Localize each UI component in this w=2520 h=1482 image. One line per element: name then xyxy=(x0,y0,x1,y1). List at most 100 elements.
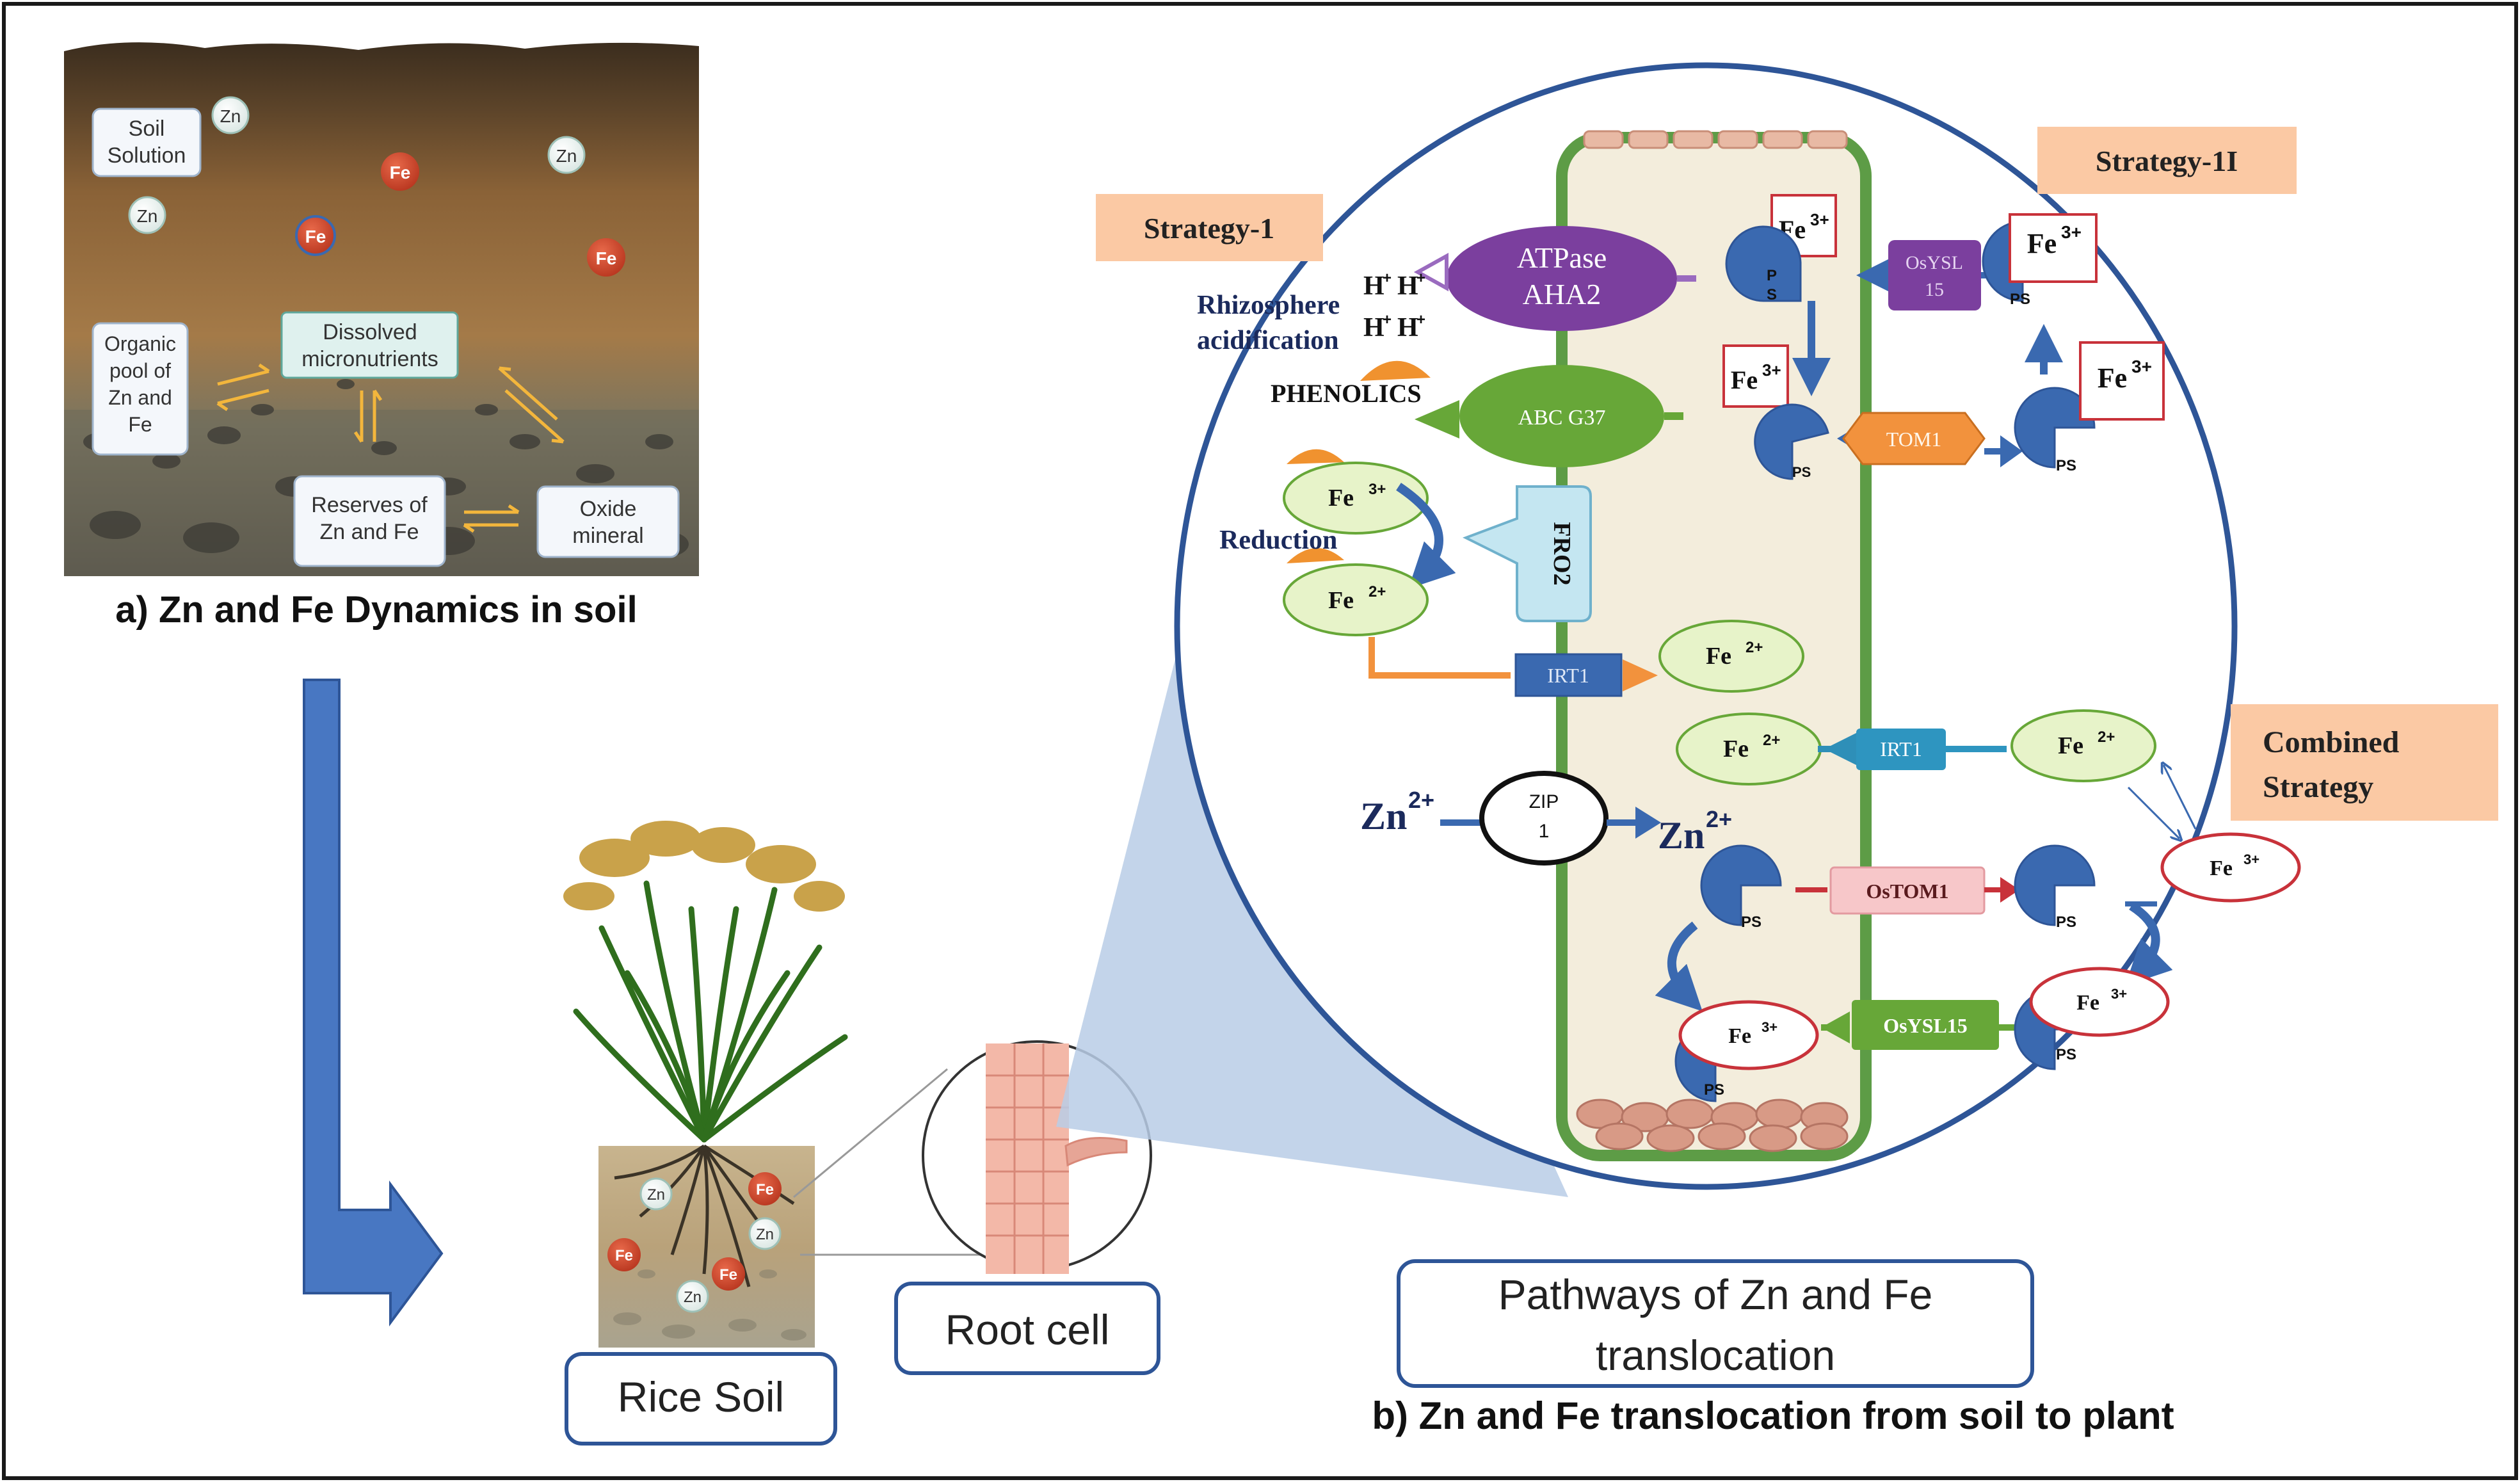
osysl15-lower xyxy=(1852,1000,1999,1050)
zn-ion-icon: Zn xyxy=(748,1217,782,1250)
svg-text:IRT1: IRT1 xyxy=(1880,737,1922,761)
svg-text:3+: 3+ xyxy=(2111,986,2127,1002)
svg-text:Fe: Fe xyxy=(2098,362,2127,394)
fro2-callout xyxy=(1463,485,1592,622)
svg-text:2+: 2+ xyxy=(2098,729,2115,746)
reserves-label-1: Reserves of xyxy=(311,493,428,517)
zn-ion-icon: Zn xyxy=(211,96,250,134)
svg-text:PS: PS xyxy=(2010,291,2030,308)
svg-text:3+: 3+ xyxy=(1368,481,1386,498)
fro2-label: FRO2 xyxy=(1548,522,1575,585)
svg-text:PS: PS xyxy=(1792,464,1811,480)
flow-arrow xyxy=(303,679,444,1327)
svg-text:OsYSL: OsYSL xyxy=(1906,252,1963,273)
fe3-oval-lower-left xyxy=(1678,1000,1819,1070)
svg-text:Fe: Fe xyxy=(719,1266,737,1284)
abcg37-label: ABC G37 xyxy=(1518,406,1606,430)
svg-text:OsYSL15: OsYSL15 xyxy=(1883,1014,1968,1037)
zn-ion-icon: Zn xyxy=(128,196,166,234)
dissolved-label-1: Dissolved xyxy=(323,320,417,344)
ps-icon xyxy=(1754,403,1829,480)
organic-pool-label-2: pool of xyxy=(109,359,171,382)
svg-text:Fe: Fe xyxy=(1723,736,1749,762)
dissolved-label-2: micronutrients xyxy=(301,347,438,371)
svg-text:Fe: Fe xyxy=(305,227,326,246)
svg-text:3+: 3+ xyxy=(2131,357,2152,376)
svg-text:Zn: Zn xyxy=(756,1226,774,1243)
svg-text:P: P xyxy=(1767,267,1777,284)
svg-text:PS: PS xyxy=(1741,914,1762,931)
atpase-ellipse xyxy=(1447,226,1677,331)
svg-text:Fe: Fe xyxy=(1328,587,1354,614)
svg-text:3+: 3+ xyxy=(1762,360,1781,380)
fe3-oval-lower-right xyxy=(2029,967,2170,1037)
svg-text:3+: 3+ xyxy=(2243,851,2259,867)
fe-ion-icon: Fe xyxy=(748,1172,782,1205)
rice-soil-box xyxy=(565,1352,837,1446)
h-plus-4: H xyxy=(1397,313,1418,342)
oxide-label-1: Oxide xyxy=(580,497,637,521)
svg-text:+: + xyxy=(1383,270,1392,287)
svg-text:2+: 2+ xyxy=(1408,787,1434,813)
svg-text:3+: 3+ xyxy=(2061,222,2082,242)
svg-text:Fe: Fe xyxy=(596,248,617,268)
svg-text:Fe: Fe xyxy=(615,1247,633,1264)
oxide-label-2: mineral xyxy=(572,524,643,548)
h-plus-1: H xyxy=(1363,271,1384,301)
fe-ion-icon: Fe xyxy=(712,1257,745,1291)
h-plus-2: H xyxy=(1397,271,1418,301)
zn-ion-icon: Zn xyxy=(676,1280,709,1313)
combined-label-1: Combined xyxy=(2263,725,2400,759)
strategy-2-box xyxy=(2037,127,2297,194)
svg-text:2+: 2+ xyxy=(1368,583,1386,600)
pathways-box xyxy=(1397,1259,2034,1388)
svg-text:PS: PS xyxy=(2056,457,2076,474)
svg-text:Zn: Zn xyxy=(556,146,577,166)
svg-text:PS: PS xyxy=(2056,914,2076,931)
svg-text:2+: 2+ xyxy=(1706,806,1732,832)
svg-text:15: 15 xyxy=(1925,279,1944,300)
fe3-box-2 xyxy=(2009,213,2098,283)
atpase-label-1: ATPase xyxy=(1517,241,1607,274)
svg-text:Fe: Fe xyxy=(2027,228,2057,259)
combined-strategy-box xyxy=(2231,704,2498,821)
strategy-1-label: Strategy-1 xyxy=(1144,212,1274,245)
svg-text:Zn: Zn xyxy=(684,1289,702,1306)
fe2-oval-4 xyxy=(2010,709,2156,782)
osysl15-upper xyxy=(1888,240,1981,310)
svg-text:S: S xyxy=(1767,286,1777,303)
panel-b-caption: b) Zn and Fe translocation from soil to … xyxy=(1372,1394,2174,1437)
strategy-2-label: Strategy-1I xyxy=(2096,145,2238,177)
svg-text:OsTOM1: OsTOM1 xyxy=(1866,880,1948,903)
svg-text:2+: 2+ xyxy=(1746,639,1763,656)
root-cell-box xyxy=(894,1282,1160,1375)
panel-a-caption: a) Zn and Fe Dynamics in soil xyxy=(115,589,637,631)
pathways-label-2: translocation xyxy=(1596,1332,1835,1379)
fe-ion-icon: Fe xyxy=(607,1238,641,1271)
svg-text:Fe: Fe xyxy=(1706,643,1731,670)
svg-text:Zn: Zn xyxy=(137,206,158,226)
svg-text:Fe: Fe xyxy=(1328,485,1354,511)
pathways-label-1: Pathways of Zn and Fe xyxy=(1498,1271,1933,1318)
svg-text:+: + xyxy=(1416,270,1425,287)
root-cell-pathway-diagram: Strategy-1 Strategy-1I Combined Strategy… xyxy=(1096,62,2498,1190)
svg-text:Fe: Fe xyxy=(390,163,411,182)
svg-text:ZIP: ZIP xyxy=(1529,791,1559,812)
svg-text:+: + xyxy=(1383,311,1392,328)
svg-text:Fe: Fe xyxy=(1728,1024,1751,1048)
svg-text:Fe: Fe xyxy=(2076,991,2099,1015)
fe-ion-icon: Fe xyxy=(587,238,625,277)
zn-right-label: Zn xyxy=(1658,814,1705,857)
ps-icon xyxy=(1700,844,1782,926)
svg-text:PS: PS xyxy=(2056,1046,2076,1063)
abcg37-ellipse xyxy=(1459,365,1664,467)
svg-text:Zn: Zn xyxy=(220,106,241,126)
tom1-hex xyxy=(1842,412,1986,465)
irt1-upper xyxy=(1514,653,1623,697)
svg-text:IRT1: IRT1 xyxy=(1547,664,1589,687)
fe3-oval-1 xyxy=(1283,462,1429,535)
zip1-ellipse xyxy=(1479,771,1609,866)
atpase-label-2: AHA2 xyxy=(1523,278,1601,310)
svg-text:Fe: Fe xyxy=(756,1181,774,1198)
